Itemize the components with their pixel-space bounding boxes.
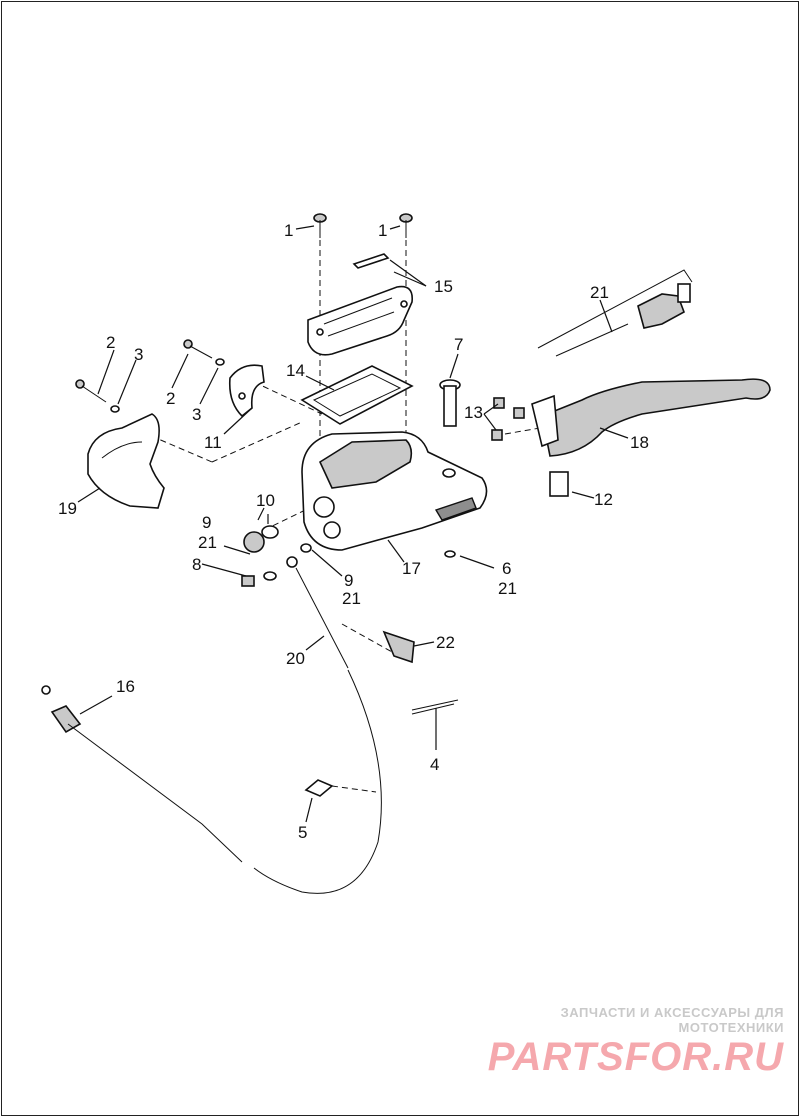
callout-20: 20 [286,649,305,668]
screw-1-right [399,213,413,238]
washer-9-right [300,543,312,553]
interlock-switch-21 [537,269,693,357]
callout-8: 8 [192,555,201,574]
fitting-10 [243,525,279,553]
cable-end-16 [41,685,243,863]
callout-21-interlock: 21 [590,283,609,302]
callout-2-right: 2 [166,389,175,408]
clutch-lever-18 [531,378,771,457]
callout-3-left: 3 [134,345,143,364]
callout-9-left: 9 [202,513,211,532]
leader-lines [77,225,629,823]
callout-1-right: 1 [378,221,387,240]
switch-housing [87,413,165,509]
washer-3-left [110,405,120,413]
reservoir-cover [307,253,414,356]
callout-2-left: 2 [106,333,115,352]
callout-3-right: 3 [192,405,201,424]
callout-5: 5 [298,823,307,842]
screw-2-left [75,379,107,403]
callout-16: 16 [116,677,135,696]
watermark-logo: PARTSFOR.RU [487,1035,784,1079]
callout-19: 19 [58,499,77,518]
callout-6: 6 [502,559,511,578]
screw-2-right [183,339,213,359]
clip-22 [382,630,415,664]
callout-4: 4 [430,755,439,774]
bushing-12 [549,471,569,497]
washer-3-right [215,358,225,366]
ring-6 [444,550,456,558]
cotter-pin-4 [411,699,459,715]
callout-15: 15 [434,277,453,296]
clutch-cable [253,556,382,894]
screws-13 [491,397,525,441]
callout-21-left: 21 [198,533,217,552]
callout-21-ring: 21 [498,579,517,598]
callout-10: 10 [256,491,275,510]
bolt-8 [241,571,277,587]
clamp [228,364,265,418]
pivot-pin [439,379,461,427]
screw-1-left [313,213,327,238]
callout-17: 17 [402,559,421,578]
callout-12: 12 [594,490,613,509]
callout-14: 14 [286,361,305,380]
retainer-5 [304,779,334,797]
watermark: ЗАПЧАСТИ И АКСЕССУАРЫ ДЛЯ МОТОТЕХНИКИ PA… [464,1005,784,1079]
watermark-subtitle: ЗАПЧАСТИ И АКСЕССУАРЫ ДЛЯ МОТОТЕХНИКИ [560,1005,784,1035]
callout-11: 11 [204,433,222,452]
master-cylinder-body [301,431,488,551]
callout-22: 22 [436,633,455,652]
callout-21-right: 21 [342,589,361,608]
callout-18: 18 [630,433,649,452]
callout-1-left: 1 [284,221,293,240]
callout-13: 13 [464,403,483,422]
callout-7: 7 [454,335,463,354]
callout-numbers: 1 1 15 2 3 2 3 11 14 7 13 21 18 12 19 10… [58,221,649,842]
gasket [300,365,414,425]
callout-9-right: 9 [344,571,353,590]
